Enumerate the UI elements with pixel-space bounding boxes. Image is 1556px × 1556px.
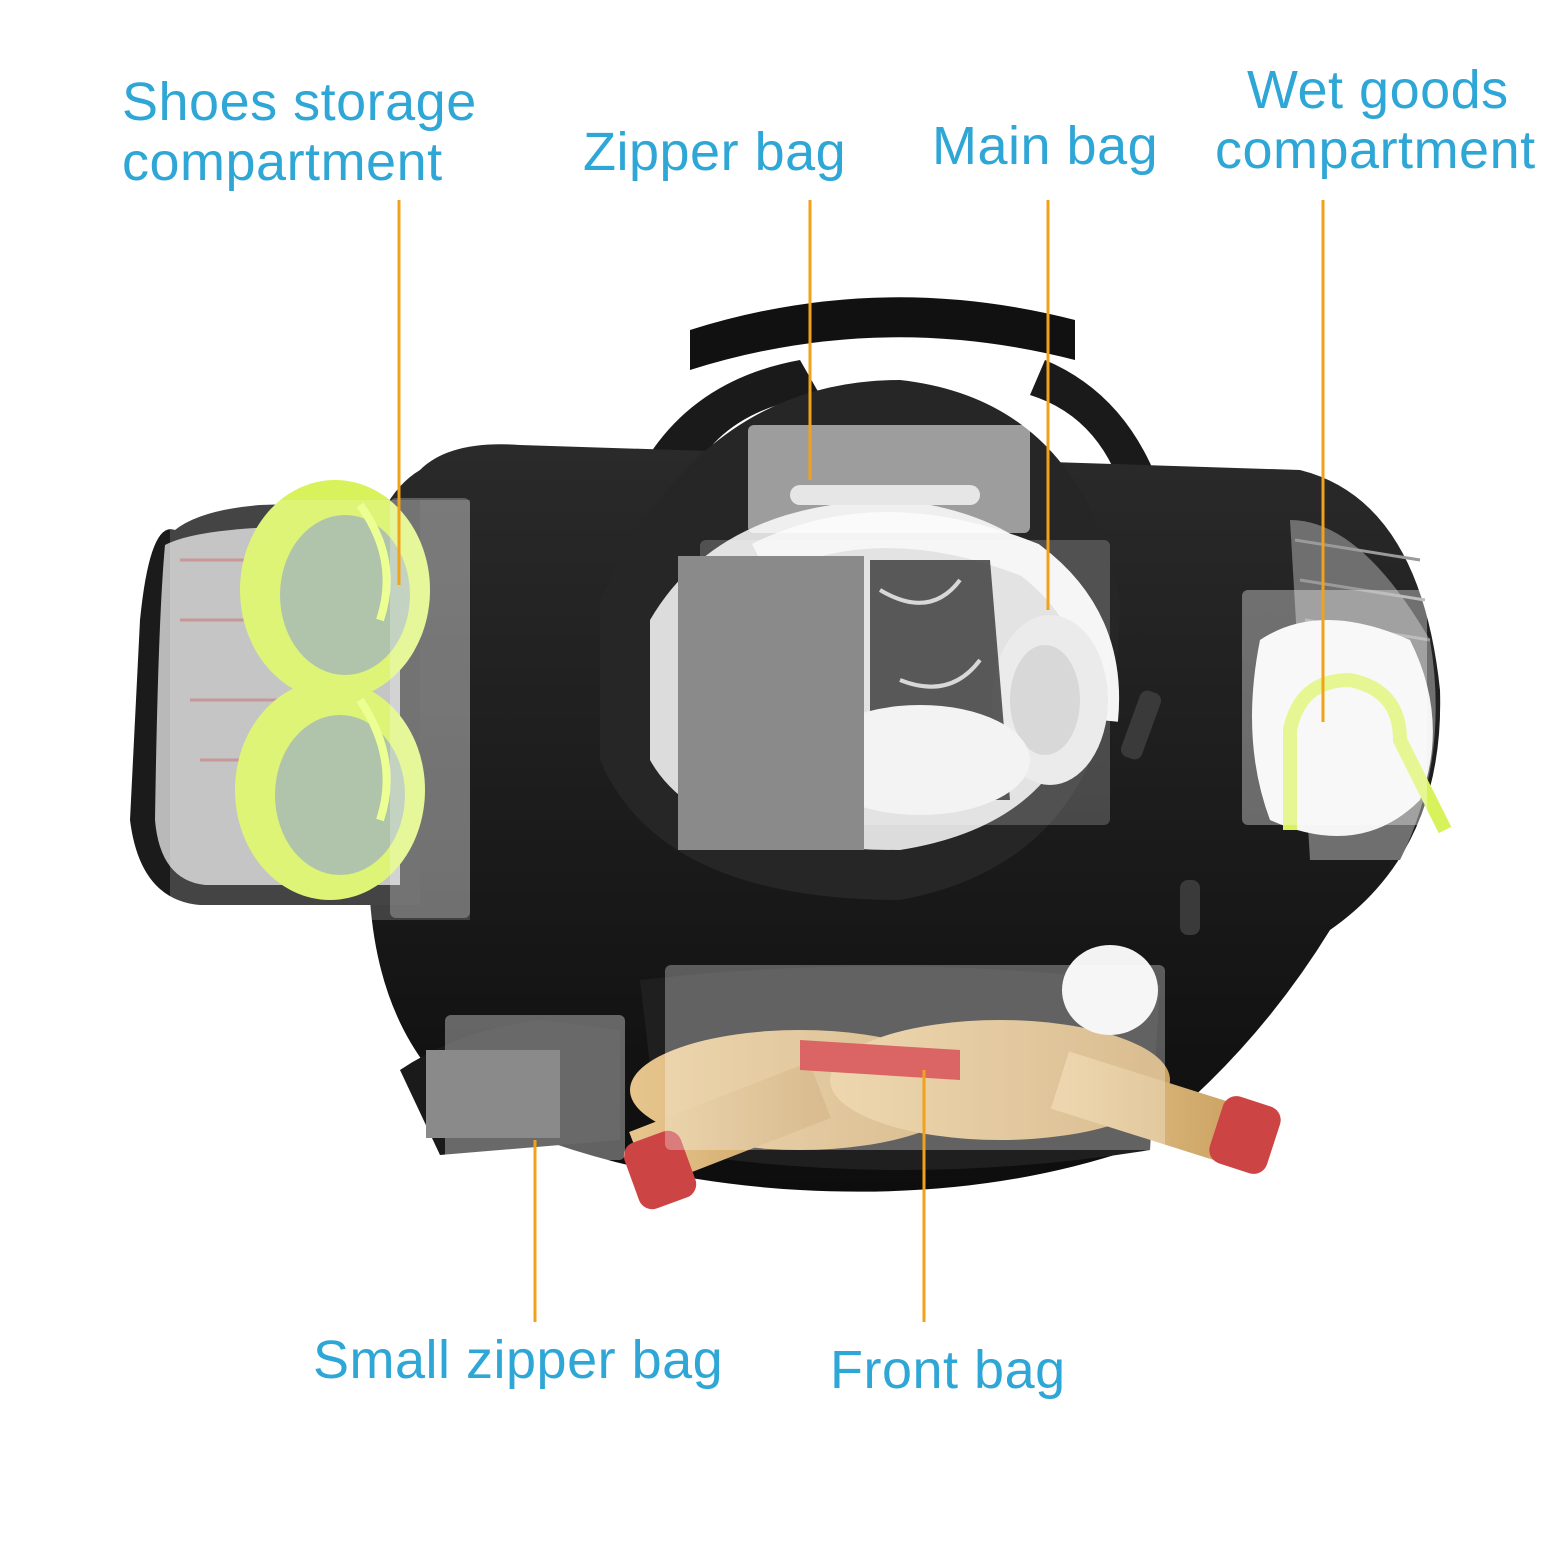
label-shoes-line1: Shoes storage — [122, 72, 477, 132]
wet-goods-compartment — [1242, 520, 1452, 860]
label-zipper-bag: Zipper bag — [583, 122, 847, 182]
leader-lines — [397, 200, 1325, 1322]
zipper-pulls — [1120, 690, 1200, 935]
label-wet-goods-compartment: Wet goods compartment — [1215, 60, 1536, 180]
front-bag-pocket — [623, 945, 1281, 1210]
main-bag-opening — [600, 380, 1120, 900]
small-zipper-bag-pocket — [400, 1015, 625, 1160]
label-shoes-storage-compartment: Shoes storage compartment — [122, 72, 477, 192]
label-shoes-line2: compartment — [122, 132, 443, 192]
label-wet-line1: Wet goods — [1247, 60, 1509, 120]
shoe-compartment — [130, 480, 470, 920]
label-small-zipper-bag: Small zipper bag — [313, 1330, 724, 1390]
label-front-bag: Front bag — [830, 1340, 1066, 1400]
label-main-bag: Main bag — [932, 116, 1159, 176]
zipper-bag-window — [748, 425, 1030, 533]
label-wet-line2: compartment — [1215, 120, 1536, 180]
